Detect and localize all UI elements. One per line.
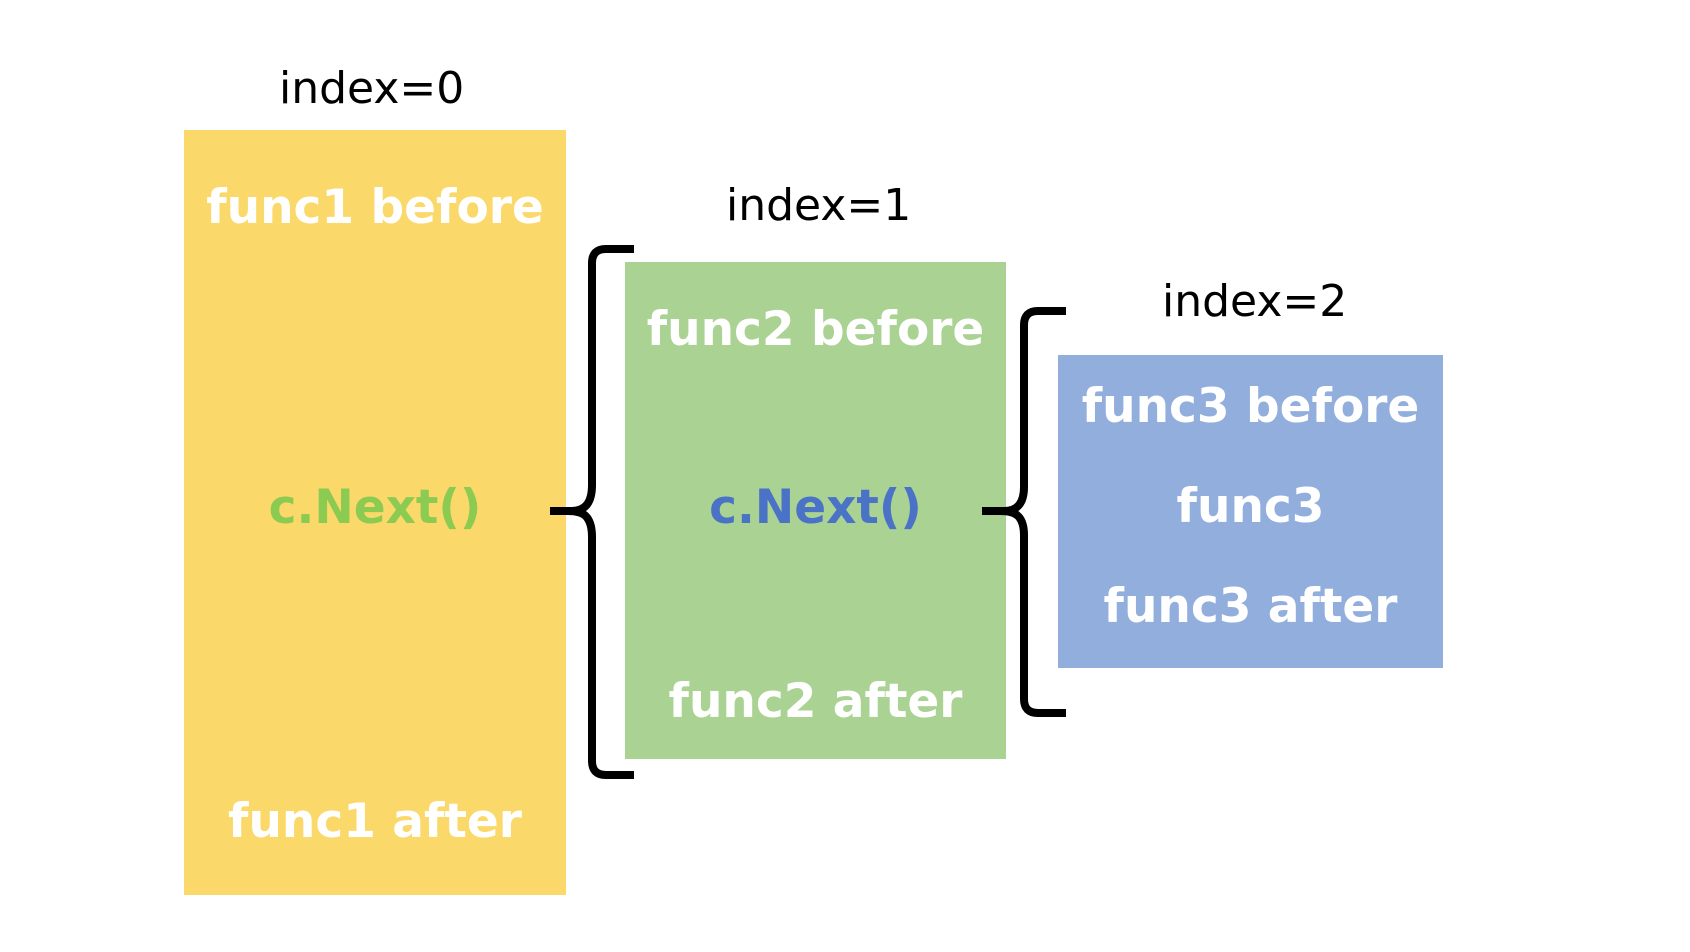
func3-body-text: func3 <box>1176 479 1325 534</box>
frame-box-func3: func3 before func3 func3 after <box>1058 355 1443 668</box>
left-brace-1 <box>550 245 634 779</box>
index-label-2: index=2 <box>1162 276 1348 327</box>
func1-before-text: func1 before <box>206 180 544 235</box>
left-brace-2 <box>982 307 1066 717</box>
func2-before-text: func2 before <box>646 302 985 357</box>
index-label-0: index=0 <box>279 63 465 114</box>
index-label-1: index=1 <box>726 180 912 231</box>
func2-after-text: func2 after <box>668 674 963 729</box>
func3-before-text: func3 before <box>1081 379 1420 434</box>
func1-next-call: c.Next() <box>268 480 482 535</box>
func3-after-text: func3 after <box>1103 579 1398 634</box>
func1-after-text: func1 after <box>228 794 522 849</box>
frame-box-func2: func2 before c.Next() func2 after <box>625 262 1006 759</box>
func2-next-call: c.Next() <box>709 480 922 535</box>
frame-box-func1: func1 before c.Next() func1 after <box>184 130 566 895</box>
